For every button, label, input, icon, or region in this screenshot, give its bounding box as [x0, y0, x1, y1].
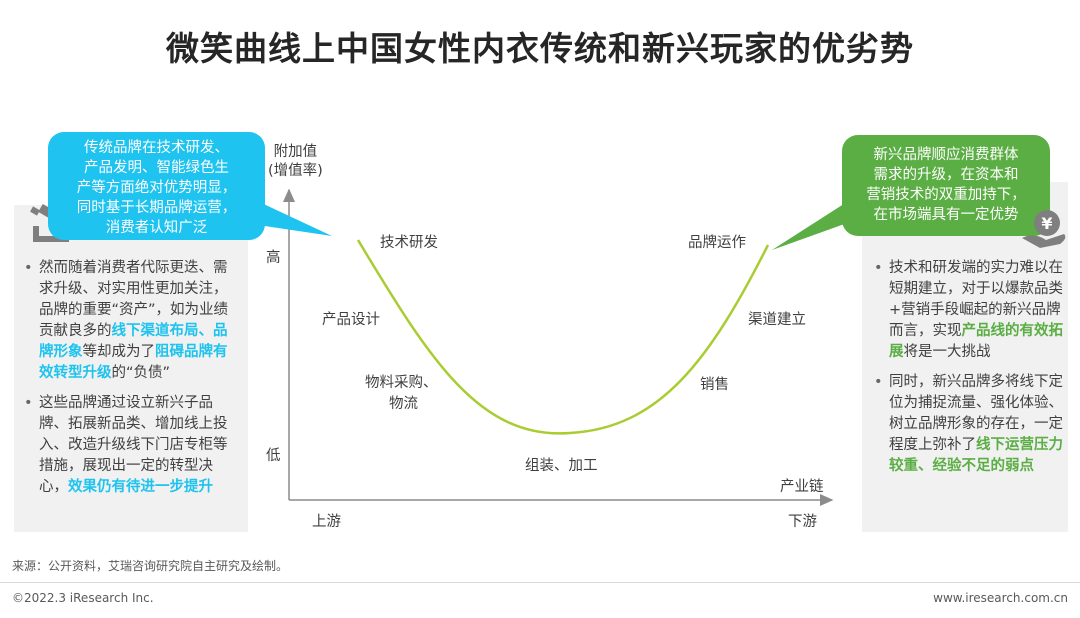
bullet-item: 技术和研发端的实力难以在短期建立，对于以爆款品类+营销手段崛起的新兴品牌而言，实…	[872, 258, 1068, 363]
y-axis-label-line: 附加值	[273, 144, 318, 160]
page-title: 微笑曲线上中国女性内衣传统和新兴玩家的优劣势	[166, 29, 914, 68]
bullet-item: 这些品牌通过设立新兴子品牌、拓展新品类、增加线上投入、改造升级线下门店专柜等措施…	[22, 393, 232, 498]
bullet-text: 将是一大挑战	[903, 344, 991, 360]
stage-sourcing-line: 物料采购、	[365, 375, 438, 391]
bullet-text: 技术和研发端的实力难以在短期建立，对于以爆款品类+营销手段崛起的新兴品牌而言，实…	[889, 260, 1063, 339]
bubble-line: 产品发明、智能绿色生	[84, 160, 229, 176]
x-axis-label: 产业链	[780, 479, 824, 495]
y-low-label: 低	[266, 448, 281, 464]
blue-bubble-tail	[255, 200, 332, 236]
copyright: ©2022.3 iResearch Inc.	[12, 591, 154, 605]
emerging-brands-bubble: 新兴品牌顺应消费群体 需求的升级，在资本和 营销技术的双重加持下， 在市场端具有…	[842, 135, 1050, 236]
x-start-label: 上游	[312, 514, 341, 530]
highlight-text: 效果仍有待进一步提升	[68, 479, 213, 495]
highlight-text: 阻碍品牌有效转型升级	[39, 344, 228, 381]
money-hand-icon: ¥	[1022, 210, 1066, 248]
bullet-text: 等却成为了	[82, 344, 156, 360]
bullet-text: 然而随着消费者代际更迭、需求升级、对实用性更加关注，品牌的重要“资产”，如为业绩…	[39, 260, 229, 339]
website-link[interactable]: www.iresearch.com.cn	[933, 591, 1068, 605]
y-high-label: 高	[266, 250, 281, 266]
stage-channel: 渠道建立	[748, 312, 806, 328]
stage-sourcing: 物料采购、 物流	[365, 373, 438, 415]
stage-rd: 技术研发	[380, 235, 438, 251]
highlight-text: 产品线的有效拓展	[889, 323, 1063, 360]
stage-brand: 品牌运作	[688, 235, 746, 251]
bullet-text: 这些品牌通过设立新兴子品牌、拓展新品类、增加线上投入、改造升级线下门店专柜等措施…	[39, 395, 228, 495]
footer-divider	[0, 582, 1080, 583]
bubble-line: 在市场端具有一定优势	[873, 207, 1019, 223]
bubble-line: 产等方面绝对优势明显，	[76, 180, 237, 196]
x-end-label: 下游	[788, 514, 817, 530]
traditional-bullets: 然而随着消费者代际更迭、需求升级、对实用性更加关注，品牌的重要“资产”，如为业绩…	[22, 258, 232, 507]
bubble-line: 营销技术的双重加持下，	[866, 187, 1026, 203]
bubble-line: 新兴品牌顺应消费群体	[873, 147, 1019, 163]
svg-text:¥: ¥	[1041, 214, 1052, 233]
bullet-text: 同时，新兴品牌多将线下定位为捕捉流量、强化体验、树立品牌形象的存在，一定程度上弥…	[889, 374, 1063, 453]
emerging-bullets: 技术和研发端的实力难以在短期建立，对于以爆款品类+营销手段崛起的新兴品牌而言，实…	[872, 258, 1068, 486]
stage-design: 产品设计	[322, 312, 380, 328]
bubble-line: 传统品牌在技术研发、	[84, 140, 229, 156]
source-note: 来源：公开资料，艾瑞咨询研究院自主研究及绘制。	[12, 559, 289, 573]
highlight-text: 线下运营压力较重、经验不足的弱点	[889, 437, 1063, 474]
y-axis-label-line: (增值率)	[268, 163, 323, 179]
highlight-text: 线下渠道布局、品牌形象	[39, 323, 228, 360]
smile-curve	[356, 239, 770, 435]
green-bubble-tail	[772, 200, 850, 250]
bubble-line: 需求的升级，在资本和	[873, 167, 1019, 183]
bullet-text: 的“负债”	[111, 365, 171, 381]
bubble-line: 同时基于长期品牌运营，	[76, 200, 237, 216]
y-axis-label: 附加值 (增值率)	[268, 143, 323, 181]
stage-assembly: 组装、加工	[525, 458, 598, 474]
bullet-item: 然而随着消费者代际更迭、需求升级、对实用性更加关注，品牌的重要“资产”，如为业绩…	[22, 258, 232, 384]
bullet-item: 同时，新兴品牌多将线下定位为捕捉流量、强化体验、树立品牌形象的存在，一定程度上弥…	[872, 372, 1068, 477]
traditional-brands-bubble: 传统品牌在技术研发、 产品发明、智能绿色生 产等方面绝对优势明显， 同时基于长期…	[48, 132, 265, 240]
bubble-line: 消费者认知广泛	[105, 220, 208, 236]
stage-sales: 销售	[700, 377, 729, 393]
stage-sourcing-line: 物流	[389, 396, 418, 412]
